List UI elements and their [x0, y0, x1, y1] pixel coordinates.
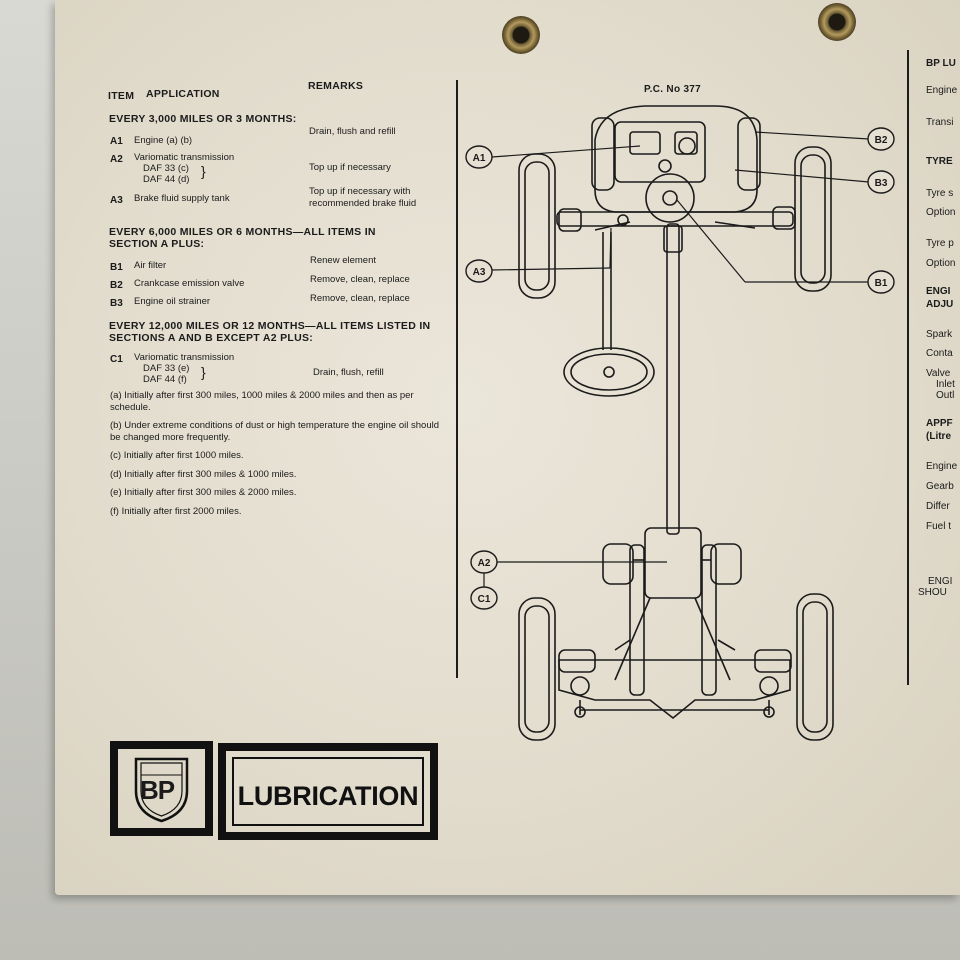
footnote-b: (b) Under extreme conditions of dust or … [110, 420, 439, 443]
item-application-a1: Engine (a) (b) [134, 135, 193, 146]
callout-b1 [867, 270, 895, 294]
callout-b2 [867, 127, 895, 151]
column-header-remarks: REMARKS [308, 80, 364, 92]
callout-a3 [465, 259, 493, 283]
item-sub-daf33-c1: DAF 33 (e) [143, 363, 190, 374]
callout-b3 [867, 170, 895, 194]
section-b-title: EVERY 6,000 MILES OR 6 MONTHS—ALL ITEMS … [109, 226, 376, 250]
right-label-cap-fuel: Fuel t [926, 521, 952, 532]
right-heading-tyres: TYRE [926, 156, 953, 167]
brace-a2: } [201, 163, 206, 179]
bp-logo-text: BP [140, 775, 175, 805]
right-heading-bp-lubricants: BP LU [926, 58, 956, 69]
column-divider-left [456, 80, 458, 678]
right-label-outlet: Outl [936, 390, 955, 401]
item-application-c1: Variomatic transmission [134, 352, 235, 363]
callout-label-b2: B2 [875, 135, 888, 146]
air-filter-housing [645, 173, 695, 223]
right-label-cap-differential: Differ [926, 501, 950, 512]
steering-wheel [563, 347, 655, 397]
right-heading-engine-adjustments-2: ADJU [926, 299, 954, 310]
item-code-c1: C1 [110, 354, 123, 365]
item-code-a1: A1 [110, 136, 123, 147]
right-label-valve: Valve [926, 368, 951, 379]
callout-label-a2: A2 [478, 558, 491, 569]
item-application-a2: Variomatic transmission [134, 152, 235, 163]
column-header-item: ITEM [108, 90, 135, 102]
item-remarks-b3: Remove, clean, replace [310, 293, 410, 304]
lubrication-title: LUBRICATION [237, 781, 419, 811]
right-label-contact: Conta [926, 348, 953, 359]
column-header-application: APPLICATION [146, 88, 220, 100]
callout-label-c1: C1 [478, 594, 491, 605]
item-remarks-a2: Top up if necessary [309, 162, 391, 173]
item-sub-daf44-c1: DAF 44 (f) [143, 374, 187, 385]
item-application-b2: Crankcase emission valve [134, 278, 245, 289]
right-label-tyre-pressure: Tyre p [926, 238, 954, 249]
footnote-f: (f) Initially after first 2000 miles. [110, 506, 242, 517]
item-code-a3: A3 [110, 195, 123, 206]
lubrication-chart-card: ITEM APPLICATION REMARKS EVERY 3,000 MIL… [55, 0, 960, 895]
right-label-optional-2: Option [926, 258, 956, 269]
right-footer-1: ENGI [928, 576, 953, 587]
section-c-title: EVERY 12,000 MILES OR 12 MONTHS—ALL ITEM… [109, 320, 431, 344]
right-label-spark: Spark [926, 329, 953, 340]
hanging-grommet-left [502, 16, 540, 54]
section-a-title: EVERY 3,000 MILES OR 3 MONTHS: [109, 113, 297, 125]
callout-label-a1: A1 [473, 153, 486, 164]
rear-left-wheel [518, 597, 556, 741]
callout-a1 [465, 145, 493, 169]
item-remarks-c1: Drain, flush, refill [313, 367, 384, 378]
callout-label-b1: B1 [875, 278, 888, 289]
footnote-a: (a) Initially after first 300 miles, 100… [110, 390, 414, 413]
right-label-tyre-size: Tyre s [926, 188, 954, 199]
item-remarks-b1: Renew element [310, 255, 377, 266]
item-code-b1: B1 [110, 262, 123, 273]
footnote-d: (d) Initially after first 300 miles & 10… [110, 469, 297, 480]
item-application-a3: Brake fluid supply tank [134, 193, 230, 204]
column-divider-right [907, 50, 909, 685]
item-sub-daf44-a2: DAF 44 (d) [143, 174, 190, 185]
right-label-engine: Engine [926, 85, 958, 96]
brace-c1: } [201, 364, 206, 380]
item-remarks-a1: Drain, flush and refill [309, 126, 396, 137]
hanging-grommet-right [818, 3, 856, 41]
item-application-b3: Engine oil strainer [134, 296, 211, 307]
item-code-b2: B2 [110, 280, 123, 291]
right-label-inlet: Inlet [936, 379, 955, 390]
item-sub-daf33-a2: DAF 33 (c) [143, 163, 189, 174]
pc-number: P.C. No 377 [644, 84, 702, 95]
chassis-diagram: A1 A3 B2 B3 B1 A2 C1 [465, 105, 895, 741]
engine-block [594, 105, 758, 213]
item-code-a2: A2 [110, 154, 123, 165]
right-footer-2: SHOU [918, 587, 947, 598]
right-label-cap-engine: Engine [926, 461, 958, 472]
item-remarks-b2: Remove, clean, replace [310, 274, 410, 285]
callout-label-a3: A3 [473, 267, 486, 278]
footnote-e: (e) Initially after first 300 miles & 20… [110, 487, 297, 498]
right-heading-engine-adjustments-1: ENGI [926, 286, 951, 297]
bp-logo-box: BP [110, 741, 213, 836]
right-heading-capacities-2: (Litre [926, 431, 951, 442]
right-label-cap-gearbox: Gearb [926, 481, 954, 492]
drive-shaft [666, 223, 680, 535]
bp-shield-icon [134, 757, 189, 823]
right-label-optional-1: Option [926, 207, 956, 218]
right-heading-capacities-1: APPF [926, 418, 953, 429]
item-application-b1: Air filter [134, 260, 167, 271]
callout-label-b3: B3 [875, 178, 888, 189]
item-remarks-a3: Top up if necessary with recommended bra… [309, 186, 417, 209]
right-label-transmission: Transi [926, 117, 954, 128]
rear-right-wheel [796, 593, 834, 741]
rear-transmission [644, 527, 702, 599]
lubrication-title-box: LUBRICATION [218, 743, 438, 840]
item-code-b3: B3 [110, 298, 123, 309]
footnote-c: (c) Initially after first 1000 miles. [110, 450, 244, 461]
